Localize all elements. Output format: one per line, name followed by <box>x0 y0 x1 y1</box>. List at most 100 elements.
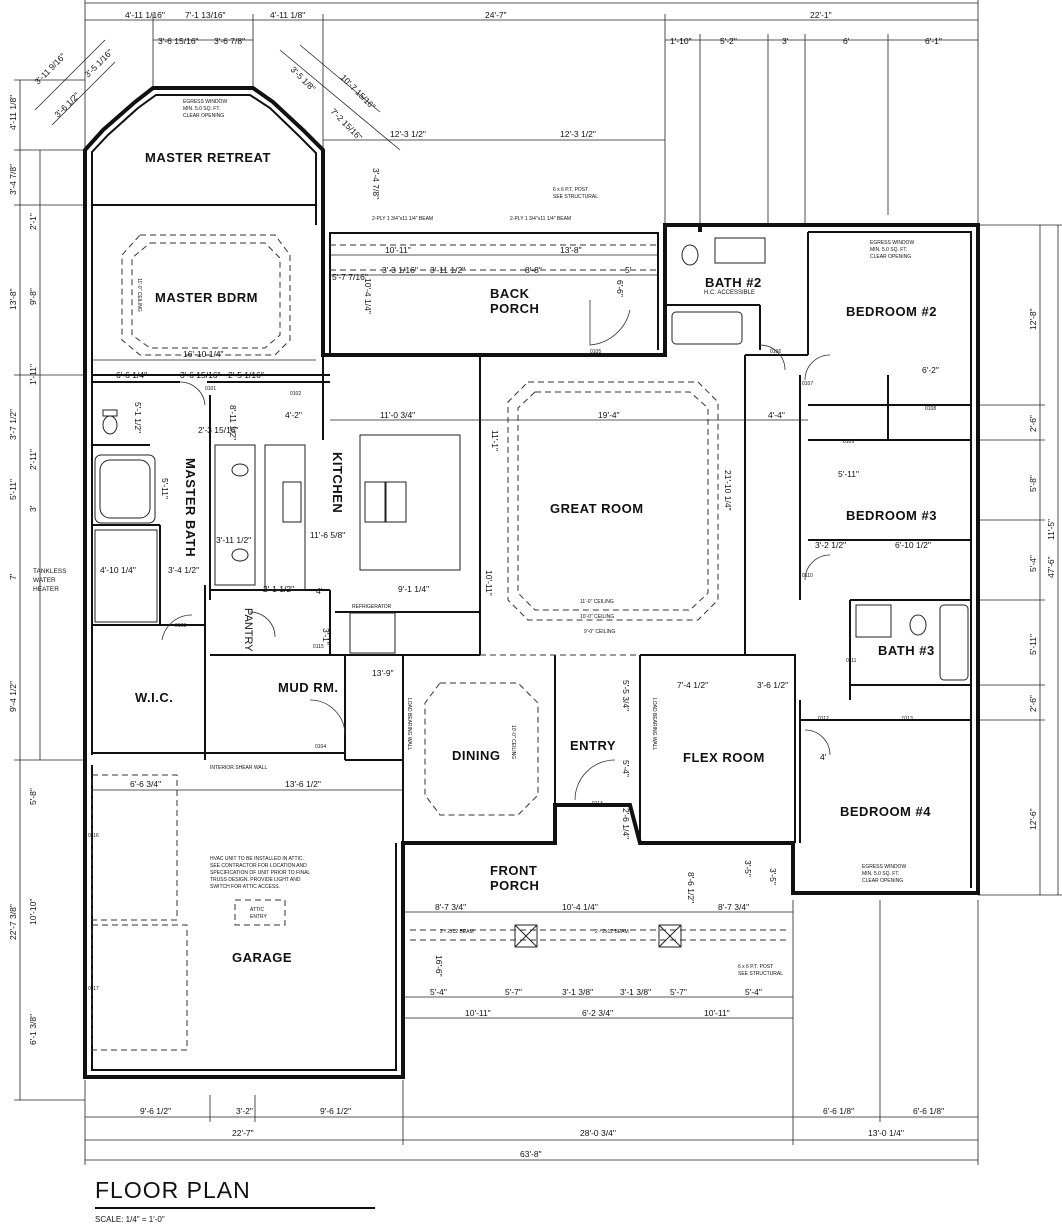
dim-front-11: 5'-4" <box>745 987 762 997</box>
dim-kitchen-1: 4'-2" <box>285 410 302 420</box>
room-garage: GARAGE <box>232 950 292 965</box>
dim-kitchen-7: 3'-11 1/2" <box>216 535 251 545</box>
dim-bot-8: 13'-0 1/4" <box>868 1128 904 1138</box>
dim-master-7: 2'-3 15/16" <box>198 425 239 435</box>
bath2-toilet <box>681 244 699 266</box>
dim-bed-4: 6'-10 1/2" <box>895 540 931 550</box>
great-ceiling-2: 10'-0" CEILING <box>580 614 614 620</box>
room-master-bdrm: MASTER BDRM <box>155 290 258 305</box>
room-entry: ENTRY <box>570 738 616 753</box>
door-tag-12: 0112 <box>818 716 829 722</box>
door-tag-11: 0111 <box>846 658 857 664</box>
dim-top-10: 3' <box>782 36 789 46</box>
room-bath2-sub: H.C. ACCESSIBLE <box>704 290 755 296</box>
interior-dimensions: 12'-3 1/2" 12'-3 1/2" 3'-4 7/8" 10'-11" … <box>92 129 939 1019</box>
dim-kitchen-16: 13'-9" <box>372 668 394 678</box>
dim-left-15: 10'-10" <box>28 899 38 925</box>
dim-right-9: 12'-6" <box>1028 808 1038 830</box>
dim-porch-5: 3'-11 1/2" <box>430 265 465 275</box>
post-note-top-2: SEE STRUCTURAL <box>553 194 598 200</box>
room-labels: MASTER RETREAT MASTER BDRM MASTER BATH W… <box>33 150 937 965</box>
dim-master-3: 3'-6 15/16" <box>180 370 221 380</box>
right-dimensions: 12'-8" 2'-6" 5'-8" 11'-5" 5'-4" 47'-6" 5… <box>978 224 1062 896</box>
room-pantry: PANTRY <box>242 608 254 652</box>
room-kitchen: KITCHEN <box>330 452 345 513</box>
room-front-porch-1: FRONT <box>490 863 537 878</box>
exterior-walls <box>83 86 980 1079</box>
dim-left-14: 22'-7 3/8" <box>8 904 18 940</box>
porch-post-right <box>658 924 682 948</box>
door-tag-9: 0109 <box>843 439 854 445</box>
room-back-porch-1: BACK <box>490 286 530 301</box>
dim-bed-5: 7'-4 1/2" <box>677 680 708 690</box>
dim-kitchen-4: 4'-4" <box>768 410 785 420</box>
dim-front-15: 3'-5" <box>768 868 778 885</box>
dim-top-3: 4'-11 1/8" <box>270 10 305 20</box>
dim-retreat-2: 12'-3 1/2" <box>560 129 596 139</box>
dim-master-4: 2'-5 1/16" <box>228 370 264 380</box>
dim-left-2: 3'-4 7/8" <box>8 164 18 195</box>
title-block: FLOOR PLAN SCALE: 1/4" = 1'-0" <box>95 1177 375 1224</box>
dim-front-4: 8'-6 1/2" <box>686 872 696 903</box>
door-tags: 0101 0102 0103 0104 0105 0106 0107 0108 … <box>88 349 936 992</box>
attic-entry <box>234 899 286 926</box>
bath3-toilet <box>909 614 927 636</box>
door-tag-5: 0105 <box>590 349 601 355</box>
dim-front-3: 8'-7 3/4" <box>718 902 749 912</box>
dim-left-10: 3' <box>28 505 38 512</box>
dim-kitchen-11: 9'-1 1/4" <box>398 584 429 594</box>
dim-diag-2: 3'-5 1/16" <box>82 47 114 79</box>
dim-porch-9: 6'-6" <box>615 280 625 297</box>
room-bedroom4: BEDROOM #4 <box>840 804 931 819</box>
beam-back-1: 2-PLY 1 3/4"x11 1/4" BEAM <box>372 216 433 222</box>
bath3-sink <box>855 604 892 638</box>
egress-master-2: MIN. 5.0 SQ. FT. <box>183 106 220 112</box>
dim-top-6: 3'-6 15/16" <box>158 36 199 46</box>
dim-diag-4: 3'-5 1/8" <box>289 64 318 93</box>
dim-bed-3: 3'-2 1/2" <box>815 540 846 550</box>
dim-right-4: 11'-5" <box>1046 519 1056 540</box>
dim-master-2: 6'-6 1/4" <box>116 370 147 380</box>
dim-bed-2: 5'-11" <box>838 469 859 479</box>
dim-retreat-1: 12'-3 1/2" <box>390 129 426 139</box>
dim-kitchen-10: 2'-1 1/2" <box>263 584 294 594</box>
garage-door-2 <box>91 924 188 1051</box>
dim-front-1: 8'-7 3/4" <box>435 902 466 912</box>
dim-top-4: 24'-7" <box>485 10 507 20</box>
dim-diag-5: 10'-7 15/16" <box>339 72 378 111</box>
room-bedroom3: BEDROOM #3 <box>846 508 937 523</box>
room-bedroom2: BEDROOM #2 <box>846 304 937 319</box>
room-back-porch-2: PORCH <box>490 301 539 316</box>
kitchen-counter <box>264 444 306 591</box>
dim-front-2: 10'-4 1/4" <box>562 902 598 912</box>
dim-top-2: 7'-1 13/16" <box>185 10 226 20</box>
dim-garage-4: 5'-4" <box>621 760 631 777</box>
load-wall-1: LOAD BEARING WALL <box>406 698 412 751</box>
room-master-bath: MASTER BATH <box>183 458 198 557</box>
dim-kitchen-14: 10'-11" <box>484 570 494 596</box>
dim-top-8: 1'-10" <box>670 36 692 46</box>
dim-left-6: 1'-11" <box>28 364 38 385</box>
door-tag-2: 0102 <box>290 391 301 397</box>
attic-note-2: ENTRY <box>250 914 268 920</box>
dim-garage-6: 3'-5" <box>743 860 753 877</box>
dim-kitchen-6: 11'-6 5/8" <box>310 530 345 540</box>
dim-kitchen-8: 3'-4 1/2" <box>168 565 199 575</box>
master-ceiling: 11'-0" CEILING <box>136 278 142 312</box>
plan-title: FLOOR PLAN <box>95 1177 251 1203</box>
door-tag-10: 0110 <box>802 573 813 579</box>
dim-front-8: 3'-1 3/8" <box>562 987 593 997</box>
dim-master-6: 5'-11" <box>160 478 170 499</box>
dim-right-2: 2'-6" <box>1028 415 1038 432</box>
door-tag-13: 0113 <box>902 716 913 722</box>
dim-top-12: 6'-1" <box>925 36 942 46</box>
door-tag-3: 0103 <box>175 623 186 629</box>
door-swings <box>161 300 831 801</box>
room-front-porch-2: PORCH <box>490 878 539 893</box>
dim-porch-4: 3'-3 1/16" <box>382 265 418 275</box>
master-toilet <box>102 415 118 435</box>
dim-front-10: 5'-7" <box>670 987 687 997</box>
hvac-note-3: SPECIFICATION OF UNIT PRIOR TO FINAL <box>210 870 310 876</box>
bottom-dimensions: 9'-6 1/2" 3'-2" 9'-6 1/2" 6'-6 1/8" 6'-6… <box>84 900 979 1165</box>
